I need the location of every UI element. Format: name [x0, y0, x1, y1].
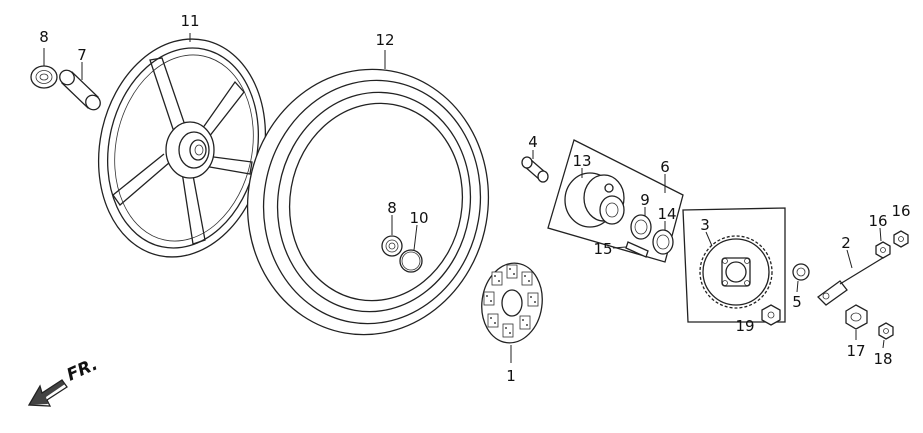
callout-10: 10	[409, 209, 428, 227]
damper-rubber	[481, 262, 543, 363]
driven-sprocket	[699, 231, 773, 309]
callout-8-left: 8	[39, 28, 49, 46]
callout-5: 5	[792, 293, 802, 311]
spacer-collar	[59, 62, 101, 111]
bearing-9	[630, 207, 652, 240]
callout-13: 13	[572, 152, 591, 170]
sprocket-hub-flange	[564, 168, 625, 228]
callout-11: 11	[180, 12, 199, 30]
callout-17: 17	[846, 342, 865, 360]
callout-15: 15	[593, 240, 612, 258]
callout-19: 19	[735, 317, 754, 335]
sprocket-assembly-frame	[547, 139, 786, 323]
bearing-left	[30, 48, 58, 89]
stud-bolt	[612, 241, 649, 258]
front-direction-arrow	[27, 379, 68, 407]
side-collar	[792, 263, 810, 293]
callout-12: 12	[375, 31, 394, 49]
front-direction-label: FR.	[64, 354, 101, 385]
adjuster-nut-16b	[893, 230, 909, 248]
axle-nut	[845, 304, 868, 340]
callout-16-right: 16	[891, 202, 910, 220]
o-ring	[399, 224, 423, 273]
adjuster-nut-16a	[875, 227, 891, 259]
callout-7: 7	[77, 46, 87, 64]
callout-6: 6	[660, 158, 670, 176]
callout-2: 2	[841, 234, 851, 252]
callout-14: 14	[657, 205, 676, 223]
callout-3: 3	[700, 216, 710, 234]
chain-adjuster	[817, 249, 887, 306]
valve-stem	[521, 150, 549, 183]
callout-16-left: 16	[868, 212, 887, 230]
bearing-14	[652, 221, 674, 255]
callout-4: 4	[528, 133, 538, 151]
small-nut	[878, 322, 894, 349]
callout-8-inner: 8	[387, 199, 397, 217]
callout-1: 1	[506, 367, 516, 385]
rear-rim	[97, 33, 267, 258]
callout-9: 9	[640, 191, 650, 209]
bearing-inner	[381, 215, 403, 257]
callout-18: 18	[873, 350, 892, 368]
sprocket-nut	[761, 304, 781, 326]
rear-tire	[246, 50, 490, 336]
